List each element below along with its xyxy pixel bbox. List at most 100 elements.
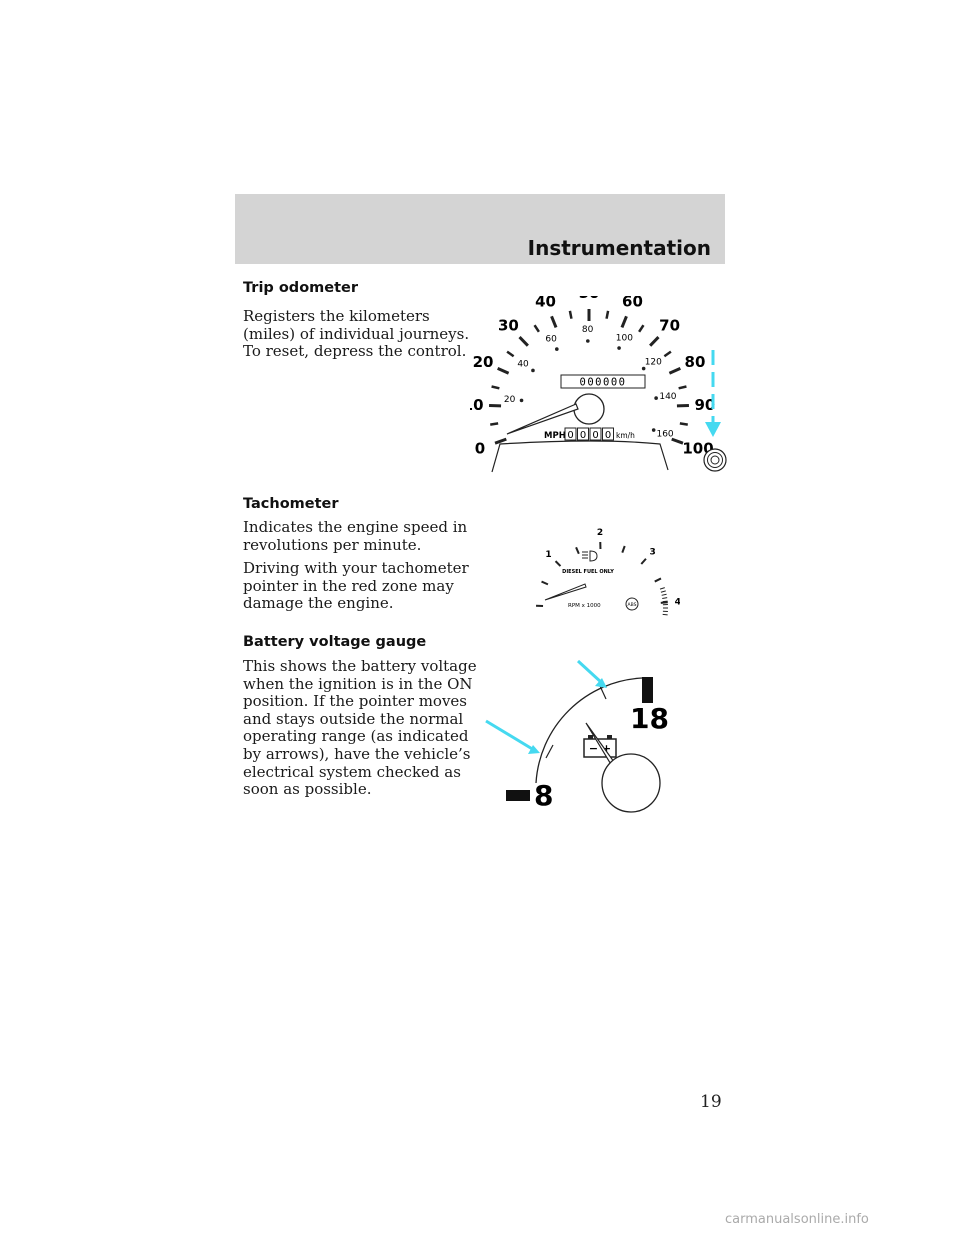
tach-redzone-tick (660, 590, 666, 593)
tach-redzone-tick (662, 613, 668, 616)
speedometer-tick (620, 315, 628, 328)
battery-voltage-gauge-figure: 18 8 − + (485, 659, 669, 813)
speedometer-tick (568, 310, 573, 319)
kmh-dot (617, 346, 621, 350)
cluster-bezel (491, 440, 669, 473)
kmh-label: 160 (656, 430, 673, 440)
tach-label: 2 (597, 528, 603, 538)
speedometer-tick (494, 437, 507, 445)
mph-label: 60 (622, 296, 643, 310)
speedometer-tick (668, 366, 681, 375)
mph-label: 40 (535, 296, 556, 310)
mph-label: 50 (579, 296, 600, 302)
kmh-dot (586, 339, 590, 343)
kmh-dot (641, 366, 646, 371)
speedometer-tick (497, 366, 510, 375)
diesel-fuel-only-label: DIESEL FUEL ONLY (562, 569, 614, 575)
mph-label: 0 (475, 440, 485, 458)
abs-label: ABS (628, 602, 637, 608)
section-header-band: Instrumentation (235, 194, 725, 264)
kmh-dot (555, 347, 559, 351)
low-end-block (506, 790, 530, 801)
normal-range-low-mark (545, 744, 554, 759)
tach-tick (660, 601, 668, 604)
trip-digit: 0 (567, 430, 573, 441)
low-voltage-label: 8 (534, 779, 553, 812)
speedometer-tick (679, 422, 688, 426)
kmh-label: 20 (504, 395, 516, 405)
trip-digit-box (589, 427, 602, 441)
kmh-dot (651, 428, 656, 432)
tach-redzone-tick (661, 593, 667, 596)
trip-digit: 0 (605, 430, 611, 441)
tach-tick (654, 577, 662, 583)
tach-redzone-tick (662, 597, 668, 599)
speedometer-tick (678, 385, 687, 390)
kmh-dot (519, 398, 524, 403)
tach-tick (640, 558, 647, 565)
high-end-block (642, 677, 653, 703)
mph-label: 30 (498, 317, 519, 335)
speedometer-tick (506, 350, 515, 358)
tach-tick (541, 580, 549, 586)
tachometer-paragraph-2: Driving with your tachometer pointer in … (243, 559, 469, 613)
tach-tick (575, 546, 580, 555)
speedometer-tick (649, 336, 660, 347)
heading-tachometer: Tachometer (243, 496, 339, 512)
tach-label: 1 (545, 550, 551, 560)
mph-label: 10 (470, 396, 484, 414)
tach-label: 4 (675, 597, 680, 607)
normal-range-high-mark (599, 685, 607, 700)
watermark: carmanualsonline.info (725, 1212, 869, 1227)
tach-redzone-tick (662, 600, 668, 603)
speedometer-tick (490, 422, 499, 426)
mph-label: 70 (659, 317, 680, 335)
speedometer-tick (663, 350, 672, 358)
speedometer-tick (518, 336, 529, 347)
speedometer-tick (605, 310, 610, 319)
tachometer-needle (544, 583, 587, 601)
kmh-label: 120 (645, 357, 662, 367)
tach-redzone-tick (659, 587, 665, 590)
kmh-label: 100 (616, 333, 633, 343)
speedometer-tick (671, 437, 684, 445)
kmh-unit-label: km/h (616, 431, 635, 440)
trip-digit: 0 (580, 430, 586, 441)
speedometer-tick (638, 324, 645, 333)
odometer-digits: 000000 (580, 377, 627, 389)
trip-digit-box (577, 427, 589, 441)
speedometer-tick (550, 315, 558, 328)
gauge-outer-arc (535, 677, 643, 784)
high-voltage-label: 18 (630, 702, 669, 735)
speedometer-figure: 0102030405060708090100 20406080100120140… (470, 296, 727, 473)
low-range-indicator-arrow (485, 719, 540, 754)
battery-icon: − + (583, 735, 617, 758)
tachometer-labels: 01234 (545, 528, 680, 607)
mph-label: 90 (694, 396, 715, 414)
speedometer-tick-marks (489, 309, 689, 445)
tachometer-paragraph-1: Indicates the engine speed in revolution… (243, 518, 468, 554)
tach-tick (621, 545, 626, 553)
trip-reset-knob (703, 448, 727, 472)
speedometer-tick (533, 324, 540, 333)
trip-digit: 0 (592, 430, 598, 441)
page-number: 19 (700, 1092, 722, 1112)
trip-odometer-paragraph: Registers the kilometers (miles) of indi… (243, 307, 470, 361)
mph-label: 80 (685, 353, 706, 371)
kmh-label: 60 (545, 335, 557, 345)
tach-tick (554, 560, 562, 567)
heading-battery-voltage-gauge: Battery voltage gauge (243, 634, 427, 650)
kmh-label: 80 (582, 325, 594, 335)
kmh-dot (654, 396, 658, 400)
section-title: Instrumentation (527, 236, 711, 260)
tachometer-tick-marks (536, 541, 668, 616)
trip-digit-box (564, 427, 577, 441)
mph-label: 20 (473, 353, 494, 371)
heading-trip-odometer: Trip odometer (243, 280, 359, 296)
headlamp-icon (582, 550, 598, 562)
odometer-window (560, 374, 646, 389)
speedometer-tick (491, 385, 500, 390)
mph-unit-label: MPH (544, 431, 566, 441)
